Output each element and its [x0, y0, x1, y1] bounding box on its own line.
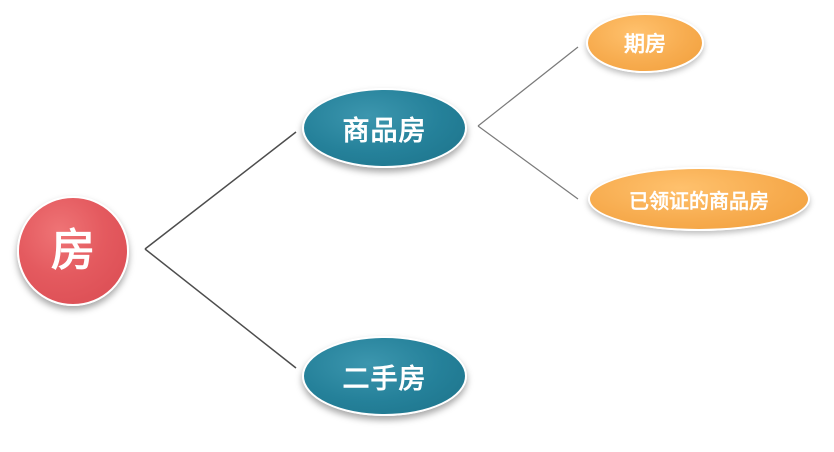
leaf-node-label-presale-housing: 期房: [624, 32, 666, 56]
connector-commercial-to-presale: [477, 46, 579, 127]
branch-node-label-second-hand-housing: 二手房: [342, 363, 427, 395]
connector-root-to-commercial-housing: [144, 131, 297, 250]
connector-commercial-to-certified: [477, 125, 579, 200]
root-node-house: 房: [17, 196, 129, 306]
branch-node-second-hand-housing: 二手房: [302, 336, 467, 416]
leaf-node-label-certified-commercial-housing: 已领证的商品房: [629, 188, 769, 213]
branch-node-label-commercial-housing: 商品房: [342, 115, 427, 147]
connector-root-to-second-hand-housing: [144, 248, 297, 369]
leaf-node-certified-commercial-housing: 已领证的商品房: [588, 167, 810, 231]
leaf-node-presale-housing: 期房: [586, 13, 704, 73]
root-node-label: 房: [51, 225, 95, 276]
branch-node-commercial-housing: 商品房: [302, 88, 467, 168]
